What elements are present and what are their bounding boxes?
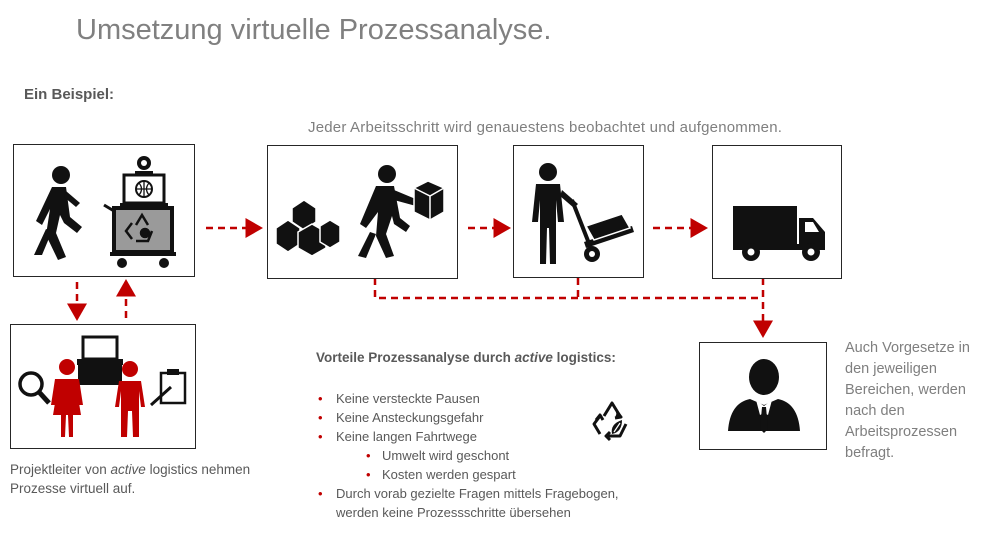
list-item-text: Keine versteckte Pausen <box>336 391 480 406</box>
box-delivery <box>712 145 842 279</box>
list-item-text: Keine langen Fahrtwege <box>336 429 477 444</box>
advantages-list: •Keine versteckte Pausen •Keine Anstecku… <box>316 389 656 522</box>
laptop-icon <box>77 335 123 385</box>
stacked-boxes-icon <box>275 199 341 257</box>
advantages-title-part2: logistics: <box>552 350 616 365</box>
collector-line <box>373 278 763 300</box>
recycle-icon <box>592 401 628 442</box>
list-item: •Keine Ansteckungsgefahr <box>318 410 484 425</box>
walking-person-icon <box>34 166 82 260</box>
list-item-text: Keine Ansteckungsgefahr <box>336 410 484 425</box>
list-item: •Keine versteckte Pausen <box>318 391 480 406</box>
magnifier-icon <box>18 371 51 405</box>
box-project-leaders <box>10 324 196 449</box>
list-sub-item: •Umwelt wird geschont <box>366 448 510 463</box>
page-title: Umsetzung virtuelle Prozessanalyse. <box>76 14 552 46</box>
project-leaders-caption: Projektleiter von active logistics nehme… <box>10 460 290 498</box>
box-hand-truck <box>513 145 644 278</box>
worker-with-hand-truck-icon <box>532 163 634 264</box>
list-item: •Keine langen Fahrtwege <box>318 429 477 444</box>
list-item: •Durch vorab gezielte Fragen mittels Fra… <box>318 486 619 520</box>
box-carrying-goods <box>267 145 458 279</box>
caption-left-emphasis: active <box>110 462 146 477</box>
person-carrying-box-icon <box>358 165 445 258</box>
example-heading: Ein Beispiel: <box>24 86 115 103</box>
caption-left-part1: Projektleiter von <box>10 462 111 477</box>
caption-left-part2: logistics nehmen Prozesse virtuell auf. <box>10 462 251 496</box>
delivery-truck-icon <box>733 206 825 261</box>
process-caption: Jeder Arbeitsschritt wird genauestens be… <box>308 119 783 136</box>
list-item-text: Umwelt wird geschont <box>382 448 510 463</box>
list-item-text: Kosten werden gespart <box>382 467 516 482</box>
list-sub-item: •Kosten werden gespart <box>366 467 516 482</box>
box-virtual-robot <box>13 144 195 277</box>
list-item-text: Durch vorab gezielte Fragen mittels Frag… <box>336 486 619 520</box>
advantages-title: Vorteile Prozessanalyse durch active log… <box>316 350 616 365</box>
box-manager <box>699 342 827 450</box>
advantages-title-emphasis: active <box>514 350 553 365</box>
recycle-icon <box>124 212 154 243</box>
telepresence-robot-icon <box>103 156 176 268</box>
managers-caption: Auch Vorgesetze in den jeweiligen Bereic… <box>845 340 970 461</box>
advantages-title-part1: Vorteile Prozessanalyse durch <box>316 350 515 365</box>
project-leader-icon <box>51 359 145 437</box>
manager-icon <box>728 359 800 433</box>
clipboard-icon <box>149 369 187 407</box>
